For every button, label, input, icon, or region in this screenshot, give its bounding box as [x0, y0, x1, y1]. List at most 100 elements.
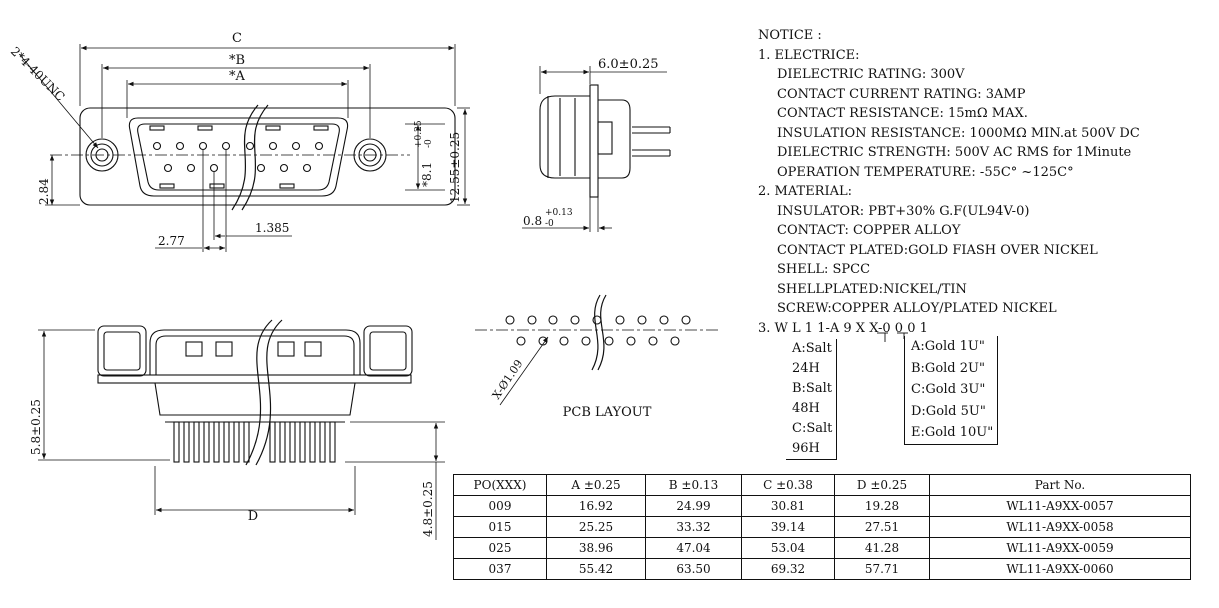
- table-cell: 27.51: [834, 516, 930, 538]
- dim-height-tol-label: *8.1: [420, 162, 434, 187]
- notice-item: INSULATOR: PBT+30% G.F(UL94V-0): [777, 203, 1030, 219]
- notice-item: CONTACT RESISTANCE: 15mΩ MAX.: [777, 106, 1028, 121]
- dim-d-label: D: [248, 509, 258, 524]
- table-header: B ±0.13: [645, 474, 742, 496]
- notice-item: CONTACT CURRENT RATING: 3AMP: [777, 86, 1026, 102]
- table-row: 009 16.92 24.99 30.81 19.28 WL11-A9XX-00…: [453, 495, 1191, 517]
- dim-thick-label: 0.8: [523, 214, 542, 228]
- gold-option: D:Gold 5U": [911, 403, 986, 419]
- table-row: 025 38.96 47.04 53.04 41.28 WL11-A9XX-00…: [453, 537, 1191, 559]
- dim-thick-upper: +0.13: [545, 208, 573, 218]
- side-view-flange: [589, 84, 599, 198]
- table-cell: 47.04: [645, 537, 742, 559]
- table-cell: 55.42: [546, 558, 646, 580]
- table-cell: 037: [453, 558, 547, 580]
- front-view-flange: [97, 374, 412, 384]
- table-row: 015 25.25 33.32 39.14 27.51 WL11-A9XX-00…: [453, 516, 1191, 538]
- notice-title: NOTICE :: [758, 28, 822, 43]
- table-cell: WL11-A9XX-0060: [929, 558, 1191, 580]
- notice-block: NOTICE : 1. ELECTRICE: DIELECTRIC RATING…: [758, 26, 1213, 338]
- table-cell: 38.96: [546, 537, 646, 559]
- table-header: PO(XXX): [453, 474, 547, 496]
- pcb-layout: [475, 294, 720, 406]
- gold-option: A:Gold 1U": [911, 339, 985, 354]
- gold-option: C:Gold 3U": [911, 382, 986, 397]
- dim-height-tol-upper: +0.25: [414, 120, 424, 148]
- dim-height-tol-lower: -0: [424, 139, 434, 148]
- dim-thick-lower: -0: [545, 219, 554, 229]
- part-number-code: 3. W L 1 1-A 9 X X-0 0 0 1: [758, 319, 1213, 339]
- table-cell: 69.32: [741, 558, 835, 580]
- salt-option: A:Salt 24H: [792, 341, 832, 376]
- notice-item: INSULATION RESISTANCE: 1000MΩ MIN.at 500…: [777, 125, 1140, 141]
- front-view-insulator: [154, 382, 356, 416]
- front-view: [38, 319, 445, 540]
- gold-option: B:Gold 2U": [911, 360, 985, 376]
- side-view: [522, 66, 671, 232]
- dim-2-84-label: 2.84: [37, 178, 51, 205]
- front-view-body: [149, 329, 361, 375]
- side-view-body: [539, 95, 590, 179]
- table-cell: 39.14: [741, 516, 835, 538]
- notice-item: SHELLPLATED:NICKEL/TIN: [777, 281, 967, 297]
- notice-item: CONTACT: COPPER ALLOY: [777, 223, 961, 238]
- front-view-screw-right: [363, 325, 413, 377]
- salt-option: C:Salt 96H: [792, 421, 833, 456]
- gold-option: E:Gold 10U": [911, 425, 994, 440]
- part-code-x2: X: [869, 320, 878, 336]
- table-cell: WL11-A9XX-0058: [929, 516, 1191, 538]
- dim-a-label: *A: [229, 69, 246, 84]
- pcb-layout-label: PCB LAYOUT: [563, 405, 652, 420]
- dim-5-8-label: 5.8±0.25: [29, 399, 43, 455]
- notice-item: SHELL: SPCC: [777, 262, 871, 277]
- part-code-prefix: 3. W L 1 1-A 9: [758, 320, 856, 336]
- table-cell: 19.28: [834, 495, 930, 517]
- dimension-table: PO(XXX) A ±0.25 B ±0.13 C ±0.38 D ±0.25 …: [453, 474, 1191, 580]
- dim-width-label: 6.0±0.25: [598, 57, 659, 72]
- pcb-hole-dim-label: X-Ø1.09: [490, 357, 526, 401]
- top-view-pins: [149, 125, 329, 189]
- dim-1-385-label: 1.385: [255, 221, 289, 235]
- dim-height-label: 12.55±0.25: [448, 132, 462, 203]
- part-code-x1: X: [855, 320, 866, 336]
- notice-item: CONTACT PLATED:GOLD FIASH OVER NICKEL: [777, 242, 1098, 258]
- table-header-row: PO(XXX) A ±0.25 B ±0.13 C ±0.38 D ±0.25 …: [453, 474, 1191, 496]
- table-cell: 57.71: [834, 558, 930, 580]
- dim-2-77-label: 2.77: [158, 234, 185, 248]
- dim-b-label: *B: [229, 53, 245, 68]
- dim-screw-label: 2*4-40UNC: [8, 44, 68, 104]
- front-view-pins: [173, 421, 336, 463]
- table-cell: WL11-A9XX-0059: [929, 537, 1191, 559]
- table-row: 037 55.42 63.50 69.32 57.71 WL11-A9XX-00…: [453, 558, 1191, 580]
- table-cell: 33.32: [645, 516, 742, 538]
- table-header: A ±0.25: [546, 474, 646, 496]
- notice-item: DIELECTRIC RATING: 300V: [777, 67, 965, 82]
- dim-c-label: C: [232, 31, 242, 46]
- table-cell: 16.92: [546, 495, 646, 517]
- dim-4-8-label: 4.8±0.25: [421, 481, 435, 537]
- front-view-screw-left: [97, 325, 147, 377]
- gold-options: A:Gold 1U" B:Gold 2U" C:Gold 3U" D:Gold …: [904, 336, 999, 445]
- table-header: D ±0.25: [834, 474, 930, 496]
- part-code-suffix: -0 0 0 1: [878, 320, 928, 336]
- table-cell: 25.25: [546, 516, 646, 538]
- salt-options: A:Salt 24H B:Salt 48H C:Salt 96H: [786, 339, 838, 460]
- table-cell: 41.28: [834, 537, 930, 559]
- table-cell: 63.50: [645, 558, 742, 580]
- table-cell: 30.81: [741, 495, 835, 517]
- notice-item: OPERATION TEMPERATURE: -55C° ~125C°: [777, 164, 1074, 180]
- table-cell: WL11-A9XX-0057: [929, 495, 1191, 517]
- table-cell: 009: [453, 495, 547, 517]
- table-header: Part No.: [929, 474, 1191, 496]
- table-cell: 025: [453, 537, 547, 559]
- notice-section-material: 2. MATERIAL:: [758, 184, 853, 199]
- table-cell: 24.99: [645, 495, 742, 517]
- top-view-flange: [79, 107, 456, 206]
- top-view-d-shell: [128, 117, 349, 197]
- salt-option: B:Salt 48H: [792, 381, 832, 416]
- notice-item: SCREW:COPPER ALLOY/PLATED NICKEL: [777, 301, 1057, 316]
- notice-section-electric: 1. ELECTRICE:: [758, 47, 860, 63]
- notice-item: DIELECTRIC STRENGTH: 500V AC RMS for 1Mi…: [777, 145, 1132, 160]
- table-cell: 53.04: [741, 537, 835, 559]
